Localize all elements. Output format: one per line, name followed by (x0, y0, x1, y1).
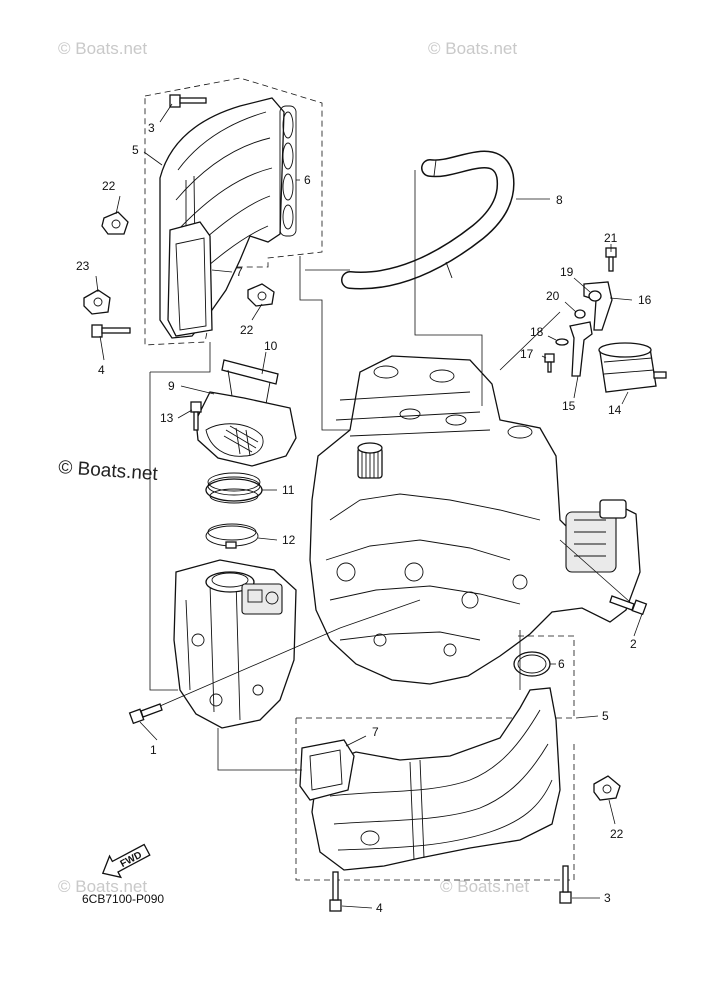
callout-6-upper: 6 (304, 173, 311, 187)
callout-6-lower: 6 (558, 657, 565, 671)
bolt-lower-4 (329, 871, 342, 912)
callout-14: 14 (608, 403, 622, 417)
callout-21: 21 (604, 231, 618, 245)
callout-17: 17 (520, 347, 534, 361)
throttle-body-assembly (173, 559, 297, 729)
clamp-ring-12 (205, 523, 259, 549)
bolt-lower-3 (559, 865, 572, 904)
callout-16: 16 (638, 293, 652, 307)
callout-10: 10 (264, 339, 278, 353)
gasket-lower-7 (299, 739, 355, 801)
callout-8: 8 (556, 193, 563, 207)
seal-ring-11 (205, 472, 263, 504)
callout-11: 11 (282, 483, 295, 497)
bolt-upper-3 (169, 94, 207, 108)
gasket-lower-6 (513, 651, 551, 677)
upper-intake-group (83, 77, 323, 346)
watermark-top-left: © Boats.net (58, 39, 147, 58)
screw-17 (544, 353, 555, 373)
clamp-23 (83, 289, 111, 315)
callout-leaders (95, 103, 643, 909)
bracket-15 (569, 321, 593, 377)
fwd-arrow-icon (101, 843, 151, 879)
engine-block (309, 355, 641, 685)
throttle-group (190, 359, 297, 549)
callout-5-lower: 5 (602, 709, 609, 723)
watermark-main: © Boats.net (58, 457, 159, 485)
lower-intake-manifold (311, 687, 561, 871)
bolt-upper-4 (91, 324, 131, 338)
lower-dash-box (295, 718, 575, 881)
callout-3-lower: 3 (604, 891, 611, 905)
clamp-lower-22 (593, 775, 621, 801)
callout-13: 13 (160, 411, 174, 425)
callout-9: 9 (168, 379, 175, 393)
grommet-19 (588, 290, 602, 302)
lower-dash-top (296, 635, 575, 719)
bolt-1 (128, 703, 163, 725)
callout-1: 1 (150, 743, 157, 757)
lower-intake-group (295, 635, 621, 912)
callout-20: 20 (546, 289, 560, 303)
callout-19: 19 (560, 265, 574, 279)
callout-5-upper: 5 (132, 143, 139, 157)
callout-22-lower: 22 (610, 827, 624, 841)
watermark-bottom-left: © Boats.net (58, 877, 147, 896)
callout-7-upper: 7 (236, 265, 243, 279)
upper-manifold-dash-box (144, 77, 323, 346)
canister-14 (598, 342, 667, 393)
watermark-top-right: © Boats.net (428, 39, 517, 58)
callout-12: 12 (282, 533, 296, 547)
callout-15: 15 (562, 399, 576, 413)
gasket-upper (279, 105, 297, 237)
callout-18: 18 (530, 325, 544, 339)
silencer-9 (195, 391, 297, 467)
callout-2: 2 (630, 637, 637, 651)
callout-4-lower: 4 (376, 901, 383, 915)
watermark-bottom-right: © Boats.net (440, 877, 529, 896)
callout-22-upper: 22 (102, 179, 116, 193)
callout-7-lower: 7 (372, 725, 379, 739)
vapor-separator-group (544, 247, 667, 393)
bolt-13 (190, 401, 202, 431)
callout-4-upper: 4 (98, 363, 105, 377)
collar-20 (574, 309, 586, 319)
callout-22-mid: 22 (240, 323, 254, 337)
reference-lines (149, 170, 631, 771)
clamp-upper-22b (247, 283, 275, 307)
drawing-code: 6CB7100-P090 (82, 892, 164, 906)
callout-23: 23 (76, 259, 90, 273)
bolt-2 (609, 595, 648, 616)
fwd-label: FWD (119, 850, 144, 870)
washer-18 (555, 338, 569, 346)
hose-8 (341, 150, 515, 290)
bolt-21 (605, 247, 617, 272)
clamp-upper-22 (101, 211, 129, 235)
callout-labels: 3 5 22 6 7 23 22 4 8 10 9 13 11 12 21 19… (76, 121, 652, 915)
strap-10 (221, 359, 279, 385)
callout-3-upper: 3 (148, 121, 155, 135)
